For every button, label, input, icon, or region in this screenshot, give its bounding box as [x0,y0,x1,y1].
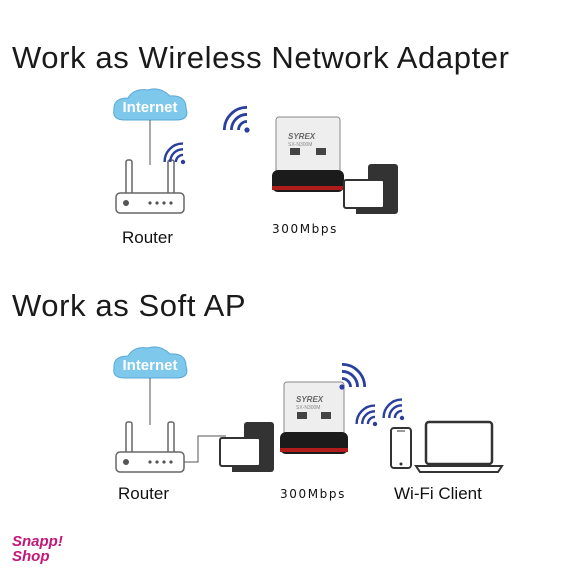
smartphone-icon [390,427,412,469]
wifi-icon [222,105,250,133]
section2-title: Work as Soft AP [12,288,247,323]
logo-line1: Snapp! [12,533,63,550]
adapter-brand-2: SYREX [296,395,324,404]
internet-cloud-icon: Internet [113,88,188,121]
usb-adapter-icon: SYREX SX-N300M [272,116,344,192]
router-label-2: Router [118,484,170,503]
speed-label-2: 300Mbps [280,487,346,501]
wifi-icon [355,404,378,427]
usb-adapter-icon: SYREX SX-N300M [280,381,348,454]
logo-line2: Shop [12,548,50,565]
computer-icon [343,164,398,214]
adapter-model: SX-N300M [288,142,312,148]
router-icon [115,421,185,473]
section1-title: Work as Wireless Network Adapter [12,40,510,75]
speed-label: 300Mbps [272,222,338,236]
wifi-icon [339,362,367,390]
router-label: Router [122,228,174,247]
router-icon [115,159,185,214]
laptop-icon [414,420,504,473]
wifi-client-label: Wi-Fi Client [394,484,482,503]
internet-label: Internet [122,99,177,116]
internet-cloud-icon: Internet [113,346,188,379]
adapter-model-2: SX-N300M [296,405,320,411]
snapp-shop-logo: Snapp! Shop [12,534,63,564]
internet-label-2: Internet [122,357,177,374]
wifi-icon [163,142,186,165]
wifi-icon [382,398,405,421]
adapter-brand: SYREX [288,132,316,141]
computer-icon [219,422,274,472]
